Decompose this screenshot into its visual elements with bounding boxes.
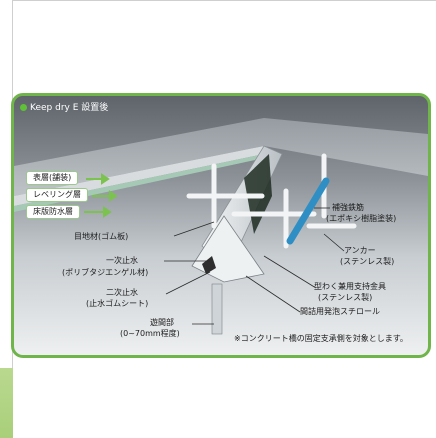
road-slab-surface: [14, 118, 428, 196]
layer-arrows: [84, 173, 118, 218]
layer-tag-leveling: レベリング層: [26, 188, 88, 202]
reinforcing-rebar: [286, 177, 330, 245]
callout-leaders: [164, 207, 345, 325]
label-rebar-coating: (エポキシ樹脂塗装): [326, 214, 397, 223]
layer-tag-surface: 表層(舗装): [26, 171, 79, 185]
label-joint-material: 目地材(ゴム板): [74, 232, 129, 241]
label-secondary-seal-material: (止水ゴムシート): [86, 299, 149, 308]
label-primary-seal-material: (ポリブタジエンゲル材): [62, 268, 149, 277]
secondary-seal-sheet: [202, 256, 216, 274]
gap-section: [211, 283, 223, 335]
panel-title-text: Keep dry E 設置後: [30, 103, 109, 113]
label-anchor: アンカー: [344, 246, 376, 255]
label-support-frame-material: (ステンレス製): [318, 293, 373, 302]
label-anchor-material: (ステンレス製): [340, 257, 395, 266]
footnote: ※コンクリート橋の固定支承側を対象とします。: [234, 334, 408, 343]
label-support-frame: 型わく兼用支持金具: [314, 282, 386, 291]
label-styrofoam: 間詰用発泡スチロール: [300, 307, 380, 316]
label-rebar: 補強鉄筋: [332, 203, 364, 212]
label-secondary-seal: 二次止水: [106, 288, 138, 297]
label-gap-range: (0~70mm程度): [120, 329, 180, 338]
page-frame-top-line: [12, 0, 436, 1]
panel-title: Keep dry E 設置後: [20, 100, 108, 113]
green-dot-icon: [20, 104, 27, 111]
layer-tag-waterproof: 床版防水層: [26, 205, 80, 219]
label-primary-seal: 一次止水: [106, 256, 138, 265]
label-gap: 遊間部: [150, 318, 174, 327]
installation-diagram-panel: Keep dry E 設置後 表層(舗装) レベリング層 床版防水層 目地材(ゴ…: [11, 93, 431, 358]
left-accent-strip: [0, 368, 13, 438]
